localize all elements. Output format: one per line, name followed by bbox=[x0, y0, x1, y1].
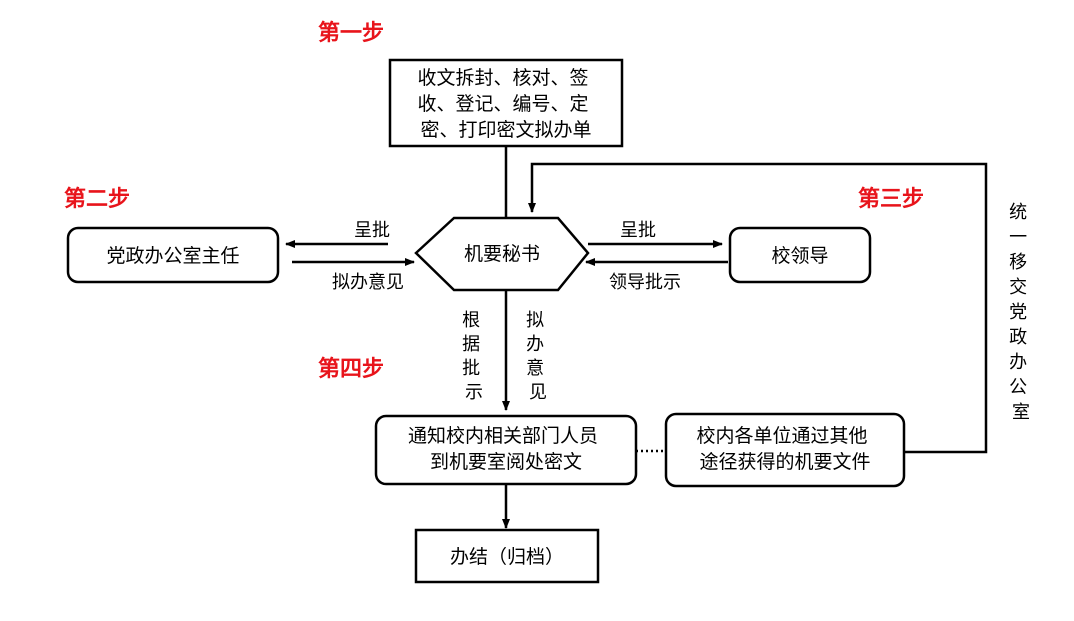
secretary-label: 机要秘书 bbox=[464, 243, 540, 265]
archive-label: 办结（归档） bbox=[450, 546, 564, 568]
edge-label-submit-right: 呈批 bbox=[620, 220, 656, 241]
archive-box bbox=[414, 528, 600, 584]
other-units-box bbox=[664, 412, 906, 488]
edge-label-draft-opinion: 拟 办 意 见 bbox=[526, 310, 550, 403]
school-leader-label: 校领导 bbox=[771, 245, 828, 267]
edge-label-opinion-left: 拟办意见 bbox=[332, 272, 404, 293]
notify-staff-box bbox=[374, 414, 638, 486]
step-4-label: 第四步 bbox=[318, 356, 384, 382]
edge-label-submit-left: 呈批 bbox=[354, 220, 390, 241]
edge-label-leader-instruction: 领导批示 bbox=[609, 272, 681, 293]
edge-label-by-instruction: 根 据 批 示 bbox=[462, 310, 486, 403]
edge-label-unified-transfer: 统 一 移 交 党 政 办 公 室 bbox=[1009, 202, 1033, 423]
other-units-text: 校内各单位通过其他 途径获得的机要文件 bbox=[696, 425, 873, 473]
step-2-label: 第二步 bbox=[64, 186, 130, 212]
step-3-label: 第三步 bbox=[858, 186, 924, 212]
secretary-node bbox=[414, 216, 590, 292]
party-office-director-label: 党政办公室主任 bbox=[106, 245, 239, 267]
return-path-to-secretary bbox=[528, 162, 988, 454]
receive-documents-box bbox=[388, 58, 624, 148]
step-1-label: 第一步 bbox=[318, 20, 384, 46]
receive-documents-text: 收文拆封、核对、签 收、登记、编号、定 密、打印密文拟办单 bbox=[417, 67, 594, 141]
party-office-director-box bbox=[66, 226, 280, 284]
school-leader-box bbox=[728, 226, 872, 284]
notify-staff-text: 通知校内相关部门人员 到机要室阅处密文 bbox=[408, 425, 604, 473]
